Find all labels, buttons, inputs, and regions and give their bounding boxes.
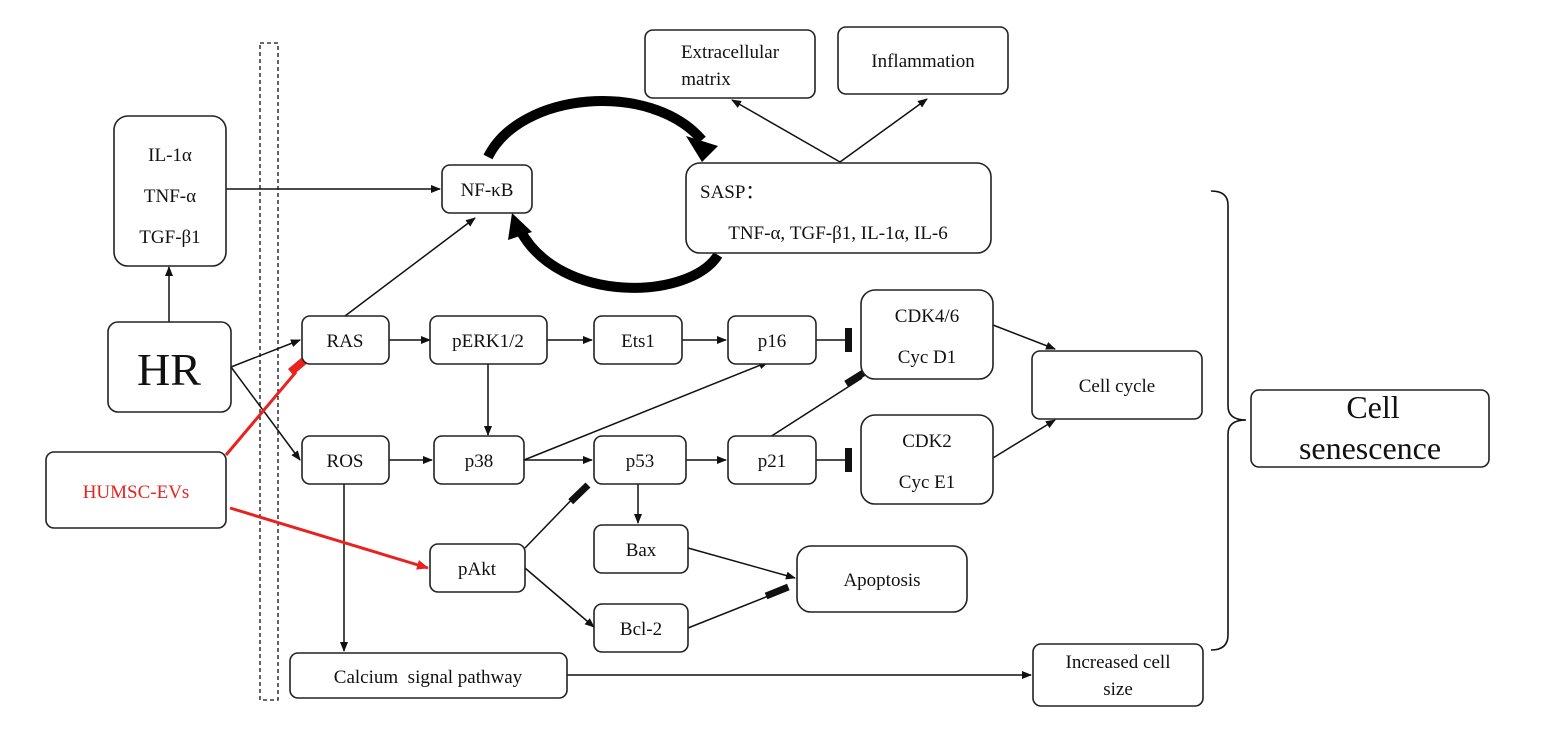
svg-text:Calcium signal pathway: Calcium signal pathway — [334, 667, 523, 688]
node-p21: p21 — [727, 435, 817, 485]
edge-pakt-bcl2 — [524, 567, 595, 628]
svg-text:size: size — [1103, 679, 1133, 700]
svg-text:p53: p53 — [626, 451, 655, 472]
svg-text:Extracellular: Extracellular — [681, 42, 780, 63]
inhibition-bar — [764, 583, 790, 600]
node-nfkb: NF-κB — [441, 164, 533, 214]
senescence-bracket — [1210, 190, 1247, 651]
svg-text:ROS: ROS — [327, 451, 364, 472]
nodes: Extracellular matrix Inflammation IL-1α … — [45, 26, 1490, 707]
svg-text:HR: HR — [137, 344, 201, 395]
node-pakt: pAkt — [429, 543, 526, 593]
node-p53: p53 — [593, 435, 687, 485]
svg-text:SASP：: SASP： — [700, 182, 764, 203]
node-cytokines: IL-1α TNF-α TGF-β1 — [113, 115, 227, 267]
node-bcl2: Bcl-2 — [593, 603, 689, 653]
svg-text:Cell cycle: Cell cycle — [1079, 376, 1156, 397]
node-ets1: Ets1 — [593, 315, 683, 365]
svg-text:IL-1α: IL-1α — [148, 145, 192, 166]
svg-text:pERK1/2: pERK1/2 — [452, 331, 524, 352]
node-perk: pERK1/2 — [429, 315, 548, 365]
node-calcium: Calcium signal pathway — [289, 652, 568, 699]
inhibition-edges — [524, 328, 869, 629]
edge-p38-p16 — [523, 361, 769, 461]
inhibition-bar — [844, 368, 869, 387]
svg-text:CDK2: CDK2 — [902, 431, 952, 452]
inhibition-bar — [845, 328, 852, 352]
node-extracellular-matrix: Extracellular matrix — [644, 29, 816, 99]
svg-text:p16: p16 — [758, 331, 787, 352]
svg-text:p21: p21 — [758, 451, 787, 472]
node-ros: ROS — [301, 435, 390, 485]
svg-text:HUMSC-EVs: HUMSC-EVs — [83, 482, 190, 503]
svg-text:CDK4/6: CDK4/6 — [895, 306, 959, 327]
svg-text:Cyc E1: Cyc E1 — [899, 472, 955, 493]
svg-text:Ets1: Ets1 — [621, 331, 655, 352]
feedback-loop — [483, 96, 723, 293]
svg-text:senescence: senescence — [1299, 430, 1441, 466]
node-ras: RAS — [301, 315, 390, 365]
edge-humsc-pakt — [229, 506, 429, 570]
node-cdk2: CDK2 Cyc E1 — [860, 414, 994, 505]
node-bax: Bax — [593, 524, 689, 574]
edge-cdk2-cellcycle — [992, 419, 1056, 459]
svg-text:Bcl-2: Bcl-2 — [620, 619, 662, 640]
svg-text:matrix: matrix — [681, 69, 731, 90]
svg-text:pAkt: pAkt — [458, 559, 497, 580]
node-inflammation: Inflammation — [837, 26, 1009, 95]
svg-text:Cell: Cell — [1346, 389, 1399, 425]
svg-text:TGF-β1: TGF-β1 — [139, 227, 200, 248]
edges — [165, 98, 1056, 679]
edge-cdk46-cellcycle — [992, 324, 1056, 350]
node-p38: p38 — [433, 435, 525, 485]
svg-text:Bax: Bax — [626, 540, 657, 561]
svg-text:TNF-α: TNF-α — [144, 186, 196, 207]
node-hr: HR — [107, 321, 232, 413]
node-cell-size: Increased cell size — [1032, 643, 1204, 707]
edge-ras-nfkb — [344, 217, 476, 317]
svg-text:Increased cell: Increased cell — [1066, 652, 1171, 673]
edge-sasp-inflammation — [839, 98, 928, 163]
svg-text:RAS: RAS — [327, 331, 364, 352]
node-cell-senescence: Cell senescence — [1250, 389, 1490, 468]
cell-membrane — [259, 42, 279, 701]
inhibition-bar — [568, 482, 591, 505]
svg-text:NF-κB: NF-κB — [461, 180, 514, 201]
inhibition-bar — [845, 448, 852, 472]
edge-hr-ros — [230, 366, 301, 461]
node-humsc-evs: HUMSC-EVs — [45, 451, 227, 529]
node-sasp: SASP： TNF-α, TGF-β1, IL-1α, IL-6 — [685, 162, 992, 254]
edge-humsc-ras-inhibit — [224, 371, 298, 456]
svg-text:p38: p38 — [465, 451, 494, 472]
node-apoptosis: Apoptosis — [796, 545, 968, 613]
node-cell-cycle: Cell cycle — [1031, 350, 1203, 420]
edge-bax-apoptosis — [687, 547, 796, 580]
svg-text:Cyc D1: Cyc D1 — [898, 347, 957, 368]
svg-text:Apoptosis: Apoptosis — [843, 570, 920, 591]
edge-hr-ras — [230, 339, 301, 368]
svg-text:Inflammation: Inflammation — [871, 51, 975, 72]
svg-text:TNF-α, TGF-β1, IL-1α, IL-6: TNF-α, TGF-β1, IL-1α, IL-6 — [728, 223, 948, 244]
node-cdk46: CDK4/6 Cyc D1 — [860, 289, 994, 380]
edge-sasp-ecm — [731, 99, 841, 163]
node-p16: p16 — [727, 315, 817, 365]
